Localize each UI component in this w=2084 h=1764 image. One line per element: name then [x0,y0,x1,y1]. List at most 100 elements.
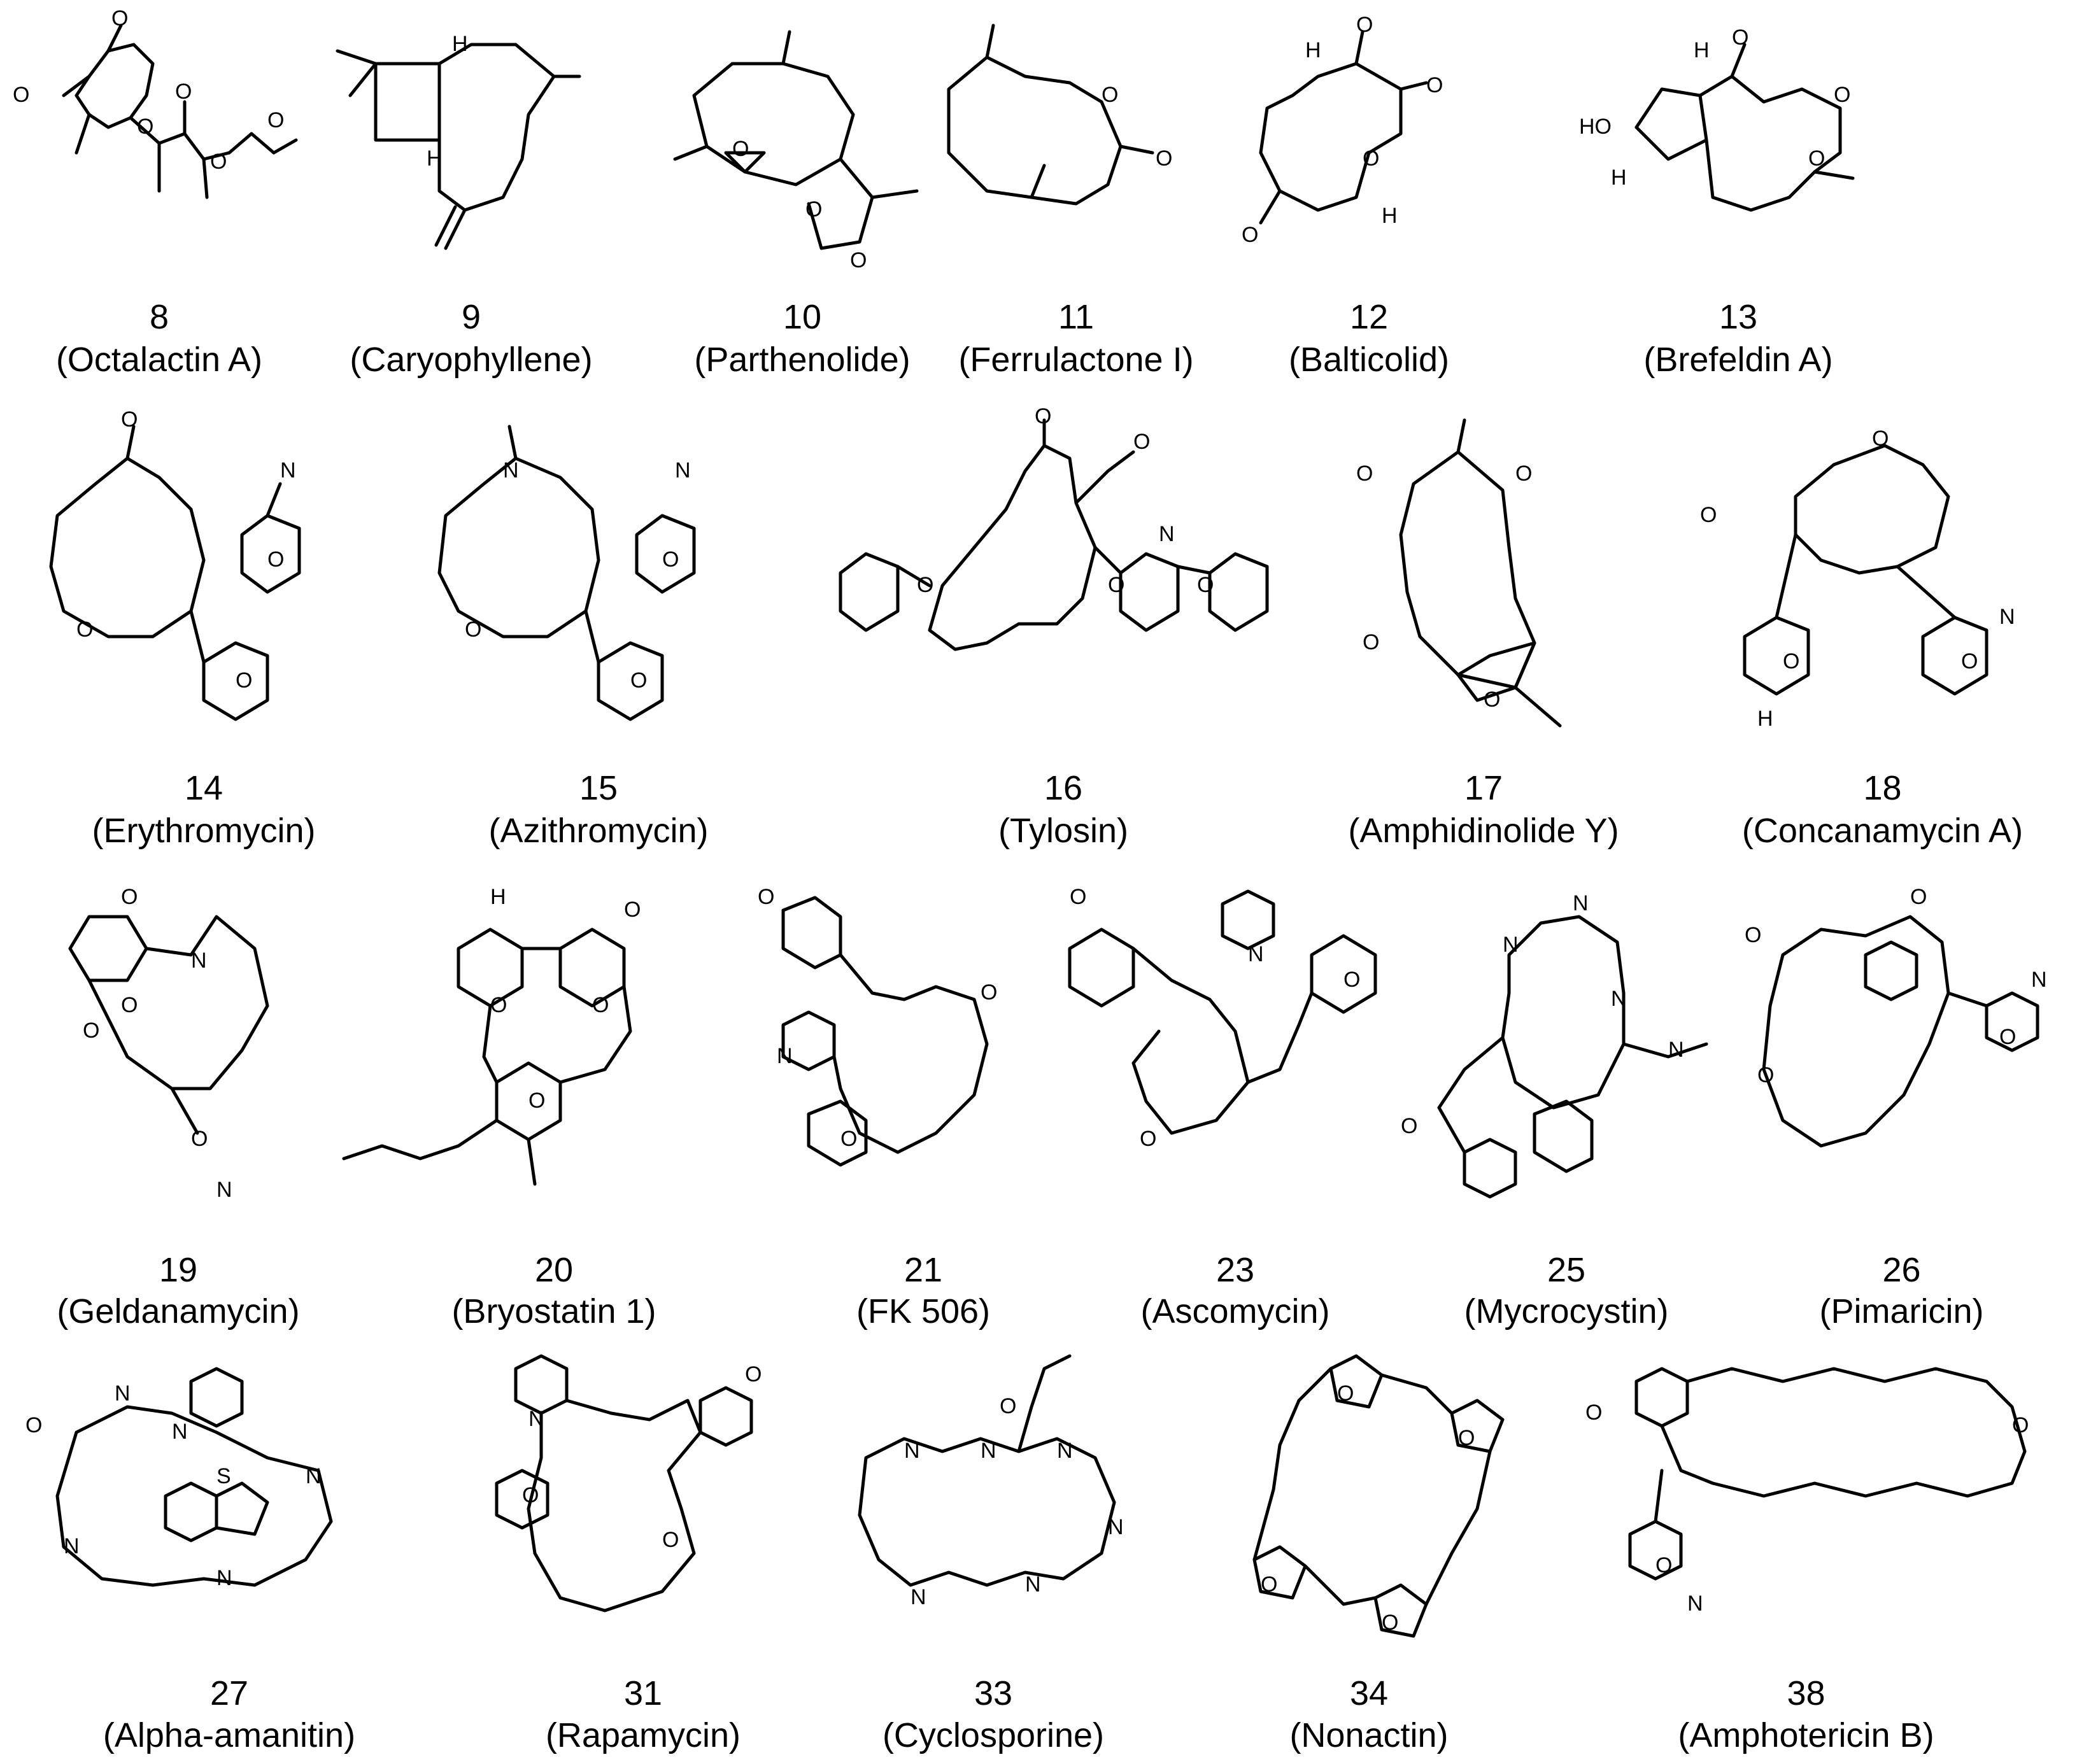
compound-number: 13 [1719,298,1758,336]
compound-25: N N N N O 25 (Mycrocystin) [1388,866,1745,1337]
svg-text:O: O [1356,13,1373,37]
compound-name: (FK 506) [856,1292,991,1330]
compound-number: 26 [1882,1251,1921,1289]
svg-text:H: H [427,146,443,171]
svg-text:O: O [121,407,138,432]
compound-number: 38 [1787,1674,1825,1712]
compound-20: O O O O H 20 (Bryostatin 1) [306,866,802,1337]
compound-33: N N N N N N O 33 (Cyclosporine) [815,1337,1172,1764]
compound-name: (Erythromycin) [92,812,316,850]
structure-drawing: O O O O H H [1210,6,1528,274]
svg-text:O: O [528,1089,545,1113]
svg-text:O: O [1363,630,1379,654]
svg-text:O: O [1783,649,1799,674]
structure-drawing: HO O O O H H [1573,6,1904,274]
svg-text:O: O [917,573,933,597]
compound-31: N O O O 31 (Rapamycin) [458,1337,828,1764]
compound-number: 33 [974,1674,1013,1712]
svg-text:O: O [191,1127,208,1151]
svg-text:O: O [850,248,867,272]
svg-text:N: N [1248,942,1264,966]
compound-number: 12 [1349,298,1389,336]
svg-text:O: O [236,668,252,693]
svg-text:O: O [1035,404,1051,428]
structure-drawing: O O N O O O [802,404,1324,764]
svg-text:O: O [1757,1063,1774,1087]
svg-text:O: O [1872,427,1889,451]
svg-text:N: N [191,949,207,973]
svg-text:N: N [280,458,296,483]
compound-number: 19 [159,1251,198,1289]
svg-text:O: O [76,617,93,642]
structure-drawing: O N O O O [0,407,408,764]
compound-number: 8 [149,298,169,336]
compound-name: (Ferrulactone I) [958,341,1194,379]
svg-text:O: O [1999,1025,2016,1049]
svg-text:O: O [1484,688,1500,712]
svg-text:N: N [1503,933,1519,957]
structure-drawing: O O O O [1305,407,1662,764]
svg-text:S: S [216,1464,231,1488]
svg-text:O: O [1343,968,1360,992]
compound-number: 11 [1058,298,1095,336]
structure-drawing: O N O O [1057,878,1414,1235]
svg-text:N: N [675,458,691,483]
svg-text:N: N [64,1534,80,1558]
svg-text:H: H [1694,38,1710,62]
svg-text:H: H [1382,204,1398,228]
svg-text:O: O [111,6,128,31]
svg-text:O: O [1382,1611,1398,1635]
svg-text:O: O [662,547,679,572]
svg-text:O: O [1242,223,1258,247]
compound-12: O O O O H H 12 (Balticolid) [1210,0,1528,395]
compound-number: 23 [1216,1251,1255,1289]
svg-text:O: O [592,993,609,1017]
compound-16: O O N O O O 16 (Tylosin) [802,395,1324,866]
svg-text:O: O [1515,462,1532,486]
structure-drawing: N N N N N N O [815,1343,1172,1662]
compound-38: O O N O 38 (Amphotericin B) [1528,1337,2084,1764]
svg-text:O: O [1102,83,1118,107]
compound-23: O N O O 23 (Ascomycin) [1057,866,1414,1337]
svg-text:N: N [1999,605,2015,629]
svg-text:O: O [121,885,138,909]
structure-drawing: O N O O [745,878,1102,1235]
compound-name: (Caryophyllene) [350,341,593,379]
svg-text:N: N [115,1381,131,1406]
compound-number: 14 [184,769,223,807]
svg-text:H: H [1757,707,1773,731]
svg-text:H: H [452,32,468,56]
svg-text:O: O [1585,1401,1602,1425]
compound-name: (Brefeldin A) [1643,341,1833,379]
compound-name: (Azithromycin) [488,812,709,850]
svg-text:O: O [210,150,227,174]
svg-text:HO: HO [1579,115,1612,139]
svg-text:N: N [172,1420,188,1444]
svg-text:O: O [1337,1381,1354,1406]
svg-text:N: N [216,1178,232,1202]
compound-21: O N O O 21 (FK 506) [745,866,1102,1337]
svg-text:N: N [1057,1439,1073,1463]
structure-drawing: O O O [637,6,968,274]
structure-drawing: H H [312,6,630,274]
row-2: O N O O O 14 (Erythromycin) N N [0,395,2084,866]
compound-name: (Tylosin) [998,812,1129,850]
compound-number: 9 [461,298,481,336]
compound-number: 21 [904,1251,943,1289]
compound-name: (Balticolid) [1288,341,1450,379]
compound-9: H H 9 (Caryophyllene) [312,0,630,395]
svg-text:N: N [904,1439,920,1463]
svg-text:O: O [840,1127,857,1151]
svg-text:H: H [1305,38,1321,62]
svg-text:O: O [1910,885,1927,909]
structure-drawing: O O O O H [306,878,802,1235]
compound-name: (Amphidinolide Y) [1348,812,1619,850]
svg-text:O: O [662,1528,679,1552]
svg-text:N: N [911,1585,926,1609]
compound-34: O O O O 34 (Nonactin) [1172,1337,1566,1764]
structure-drawing: O O N O O N [0,878,357,1235]
svg-text:H: H [490,885,506,909]
svg-text:O: O [624,898,641,922]
svg-text:O: O [137,115,153,139]
